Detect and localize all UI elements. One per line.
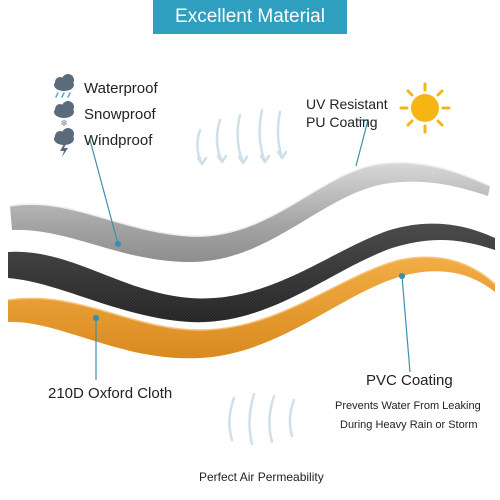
pvc-description-line2: During Heavy Rain or Storm	[340, 419, 478, 431]
windproof-label: Windproof	[84, 132, 153, 149]
thunder-cloud-icon	[54, 128, 74, 157]
airflow-arrows-bottom	[228, 392, 296, 446]
pvc-coating-layer	[8, 257, 495, 359]
pu-coating-layer	[10, 162, 490, 262]
air-permeability-label: Perfect Air Permeability	[199, 470, 324, 484]
rain-cloud-icon	[54, 74, 74, 98]
leader-lines	[89, 119, 411, 380]
airflow-arrows-top	[196, 108, 288, 166]
banner-title: Excellent Material	[153, 0, 347, 34]
pvc-description-line1: Prevents Water From Leaking	[335, 400, 481, 412]
snow-cloud-icon: ❄	[54, 101, 74, 129]
snowproof-label: Snowproof	[84, 106, 156, 123]
uv-resistant-label: UV Resistant	[306, 96, 388, 112]
waterproof-label: Waterproof	[84, 80, 158, 97]
oxford-cloth-label: 210D Oxford Cloth	[48, 385, 173, 402]
sun-icon	[399, 82, 451, 134]
svg-text:❄: ❄	[60, 119, 68, 129]
pu-coating-label: PU Coating	[306, 114, 378, 130]
pvc-coating-label: PVC Coating	[366, 372, 453, 389]
